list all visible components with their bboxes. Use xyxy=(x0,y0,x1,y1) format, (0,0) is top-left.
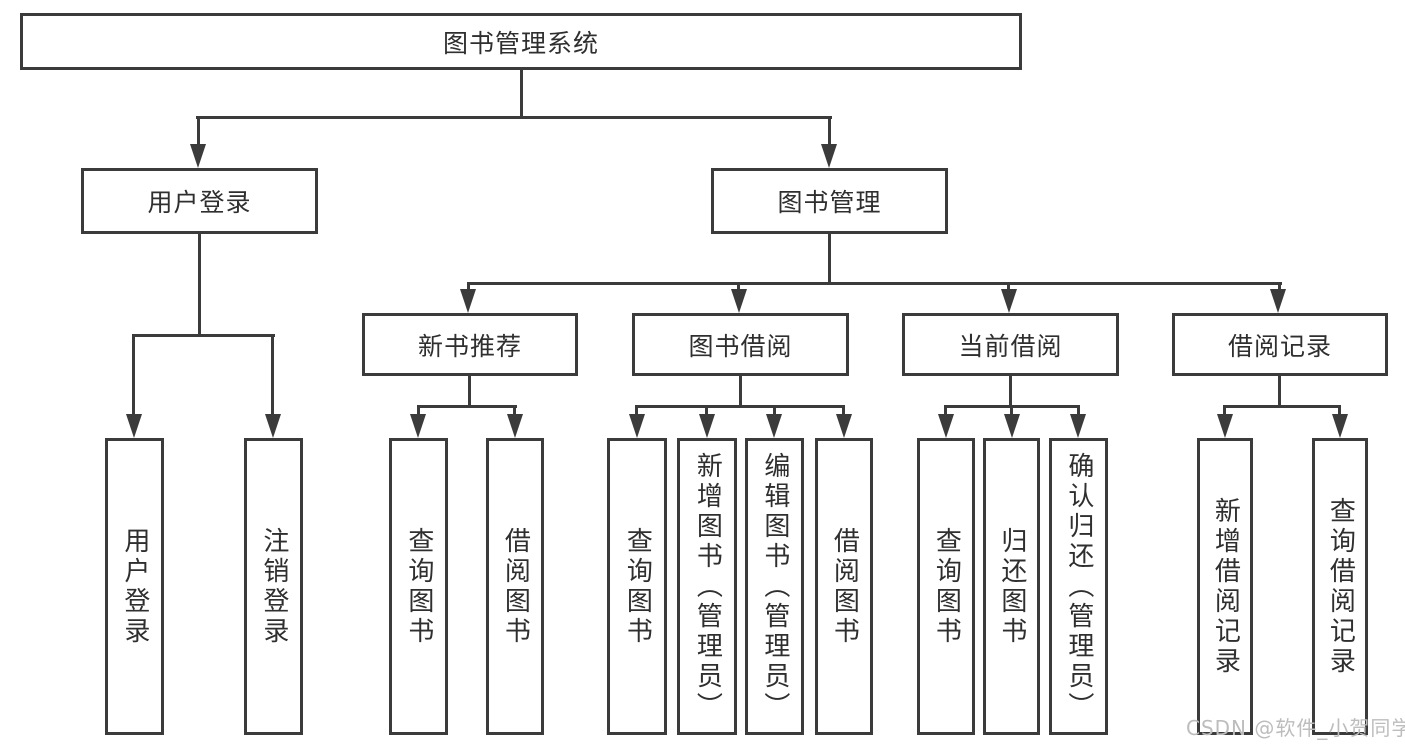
connector-line xyxy=(467,282,470,290)
arrowhead-down-icon xyxy=(836,414,852,438)
arrowhead-down-icon xyxy=(126,414,142,438)
connector-line xyxy=(467,282,1282,285)
leaf-user-login: 用户登录 xyxy=(105,438,164,735)
leaf-logout: 注销登录 xyxy=(244,438,303,735)
connector-line xyxy=(1077,405,1080,414)
connector-line xyxy=(132,334,135,414)
arrowhead-down-icon xyxy=(1270,289,1286,313)
connector-line xyxy=(1007,282,1010,290)
leaf-label: 确认归还（管理员） xyxy=(1063,451,1094,722)
leaf-edit-book-admin: 编辑图书（管理员） xyxy=(745,438,804,735)
connector-line xyxy=(1009,376,1012,407)
arrowhead-down-icon xyxy=(1332,414,1348,438)
arrowhead-down-icon xyxy=(938,414,954,438)
leaf-query-borrow-record: 查询借阅记录 xyxy=(1312,438,1368,735)
connector-line xyxy=(1223,405,1341,408)
leaf-label: 注销登录 xyxy=(258,526,289,647)
leaf-add-book-admin: 新增图书（管理员） xyxy=(677,438,737,735)
connector-line xyxy=(417,405,420,414)
leaf-borrow-book: 借阅图书 xyxy=(815,438,873,735)
node-book-management: 图书管理 xyxy=(711,168,948,234)
connector-line xyxy=(1010,405,1013,414)
csdn-watermark: CSDN @软件_小贺同学 xyxy=(1186,716,1405,740)
node-book-borrowing: 图书借阅 xyxy=(632,313,849,376)
connector-line xyxy=(635,405,638,414)
connector-line xyxy=(197,116,200,144)
connector-line xyxy=(828,116,831,144)
connector-line xyxy=(196,116,832,119)
leaf-add-borrow-record: 新增借阅记录 xyxy=(1197,438,1253,735)
leaf-query-book-borrowing: 查询图书 xyxy=(607,438,667,735)
arrowhead-down-icon xyxy=(1070,414,1086,438)
connector-line xyxy=(271,334,274,414)
leaf-confirm-return-admin: 确认归还（管理员） xyxy=(1049,438,1108,735)
node-borrowing-records: 借阅记录 xyxy=(1172,313,1388,376)
connector-line xyxy=(635,405,845,408)
arrowhead-down-icon xyxy=(460,289,476,313)
leaf-query-book-recommend: 查询图书 xyxy=(389,438,448,735)
connector-line xyxy=(417,405,517,408)
connector-line xyxy=(842,405,845,414)
arrowhead-down-icon xyxy=(731,289,747,313)
connector-line xyxy=(198,234,201,335)
arrowhead-down-icon xyxy=(629,414,645,438)
connector-line xyxy=(739,376,742,407)
connector-line xyxy=(773,405,776,414)
arrowhead-down-icon xyxy=(1217,414,1233,438)
leaf-label: 归还图书 xyxy=(996,526,1027,647)
connector-line xyxy=(513,405,516,414)
arrowhead-down-icon xyxy=(1001,289,1017,313)
leaf-label: 查询借阅记录 xyxy=(1325,496,1356,677)
connector-line xyxy=(944,405,947,414)
node-current-borrowing: 当前借阅 xyxy=(902,313,1119,376)
arrowhead-down-icon xyxy=(699,414,715,438)
leaf-borrow-book-recommend: 借阅图书 xyxy=(486,438,544,735)
leaf-label: 查询图书 xyxy=(931,526,962,647)
arrowhead-down-icon xyxy=(410,414,426,438)
leaf-label: 新增图书（管理员） xyxy=(692,451,723,722)
connector-line xyxy=(1338,405,1341,414)
leaf-label: 查询图书 xyxy=(403,526,434,647)
connector-line xyxy=(737,282,740,290)
leaf-label: 新增借阅记录 xyxy=(1210,496,1241,677)
arrowhead-down-icon xyxy=(507,414,523,438)
arrowhead-down-icon xyxy=(1004,414,1020,438)
connector-line xyxy=(1278,376,1281,407)
arrowhead-down-icon xyxy=(190,144,206,168)
leaf-label: 借阅图书 xyxy=(829,526,860,647)
arrowhead-down-icon xyxy=(821,144,837,168)
leaf-label: 借阅图书 xyxy=(500,526,531,647)
connector-line xyxy=(520,70,523,117)
node-library-management-system: 图书管理系统 xyxy=(20,13,1022,70)
connector-line xyxy=(132,334,275,337)
leaf-label: 用户登录 xyxy=(119,526,150,647)
leaf-label: 编辑图书（管理员） xyxy=(759,451,790,722)
connector-line xyxy=(1278,282,1281,290)
arrowhead-down-icon xyxy=(265,414,281,438)
connector-line xyxy=(468,376,471,407)
connector-line xyxy=(828,234,831,284)
arrowhead-down-icon xyxy=(766,414,782,438)
leaf-label: 查询图书 xyxy=(622,526,653,647)
leaf-return-book: 归还图书 xyxy=(983,438,1040,735)
node-user-login: 用户登录 xyxy=(81,168,318,234)
node-new-book-recommend: 新书推荐 xyxy=(362,313,578,376)
connector-line xyxy=(1223,405,1226,414)
leaf-query-book-current: 查询图书 xyxy=(917,438,975,735)
connector-line xyxy=(705,405,708,414)
